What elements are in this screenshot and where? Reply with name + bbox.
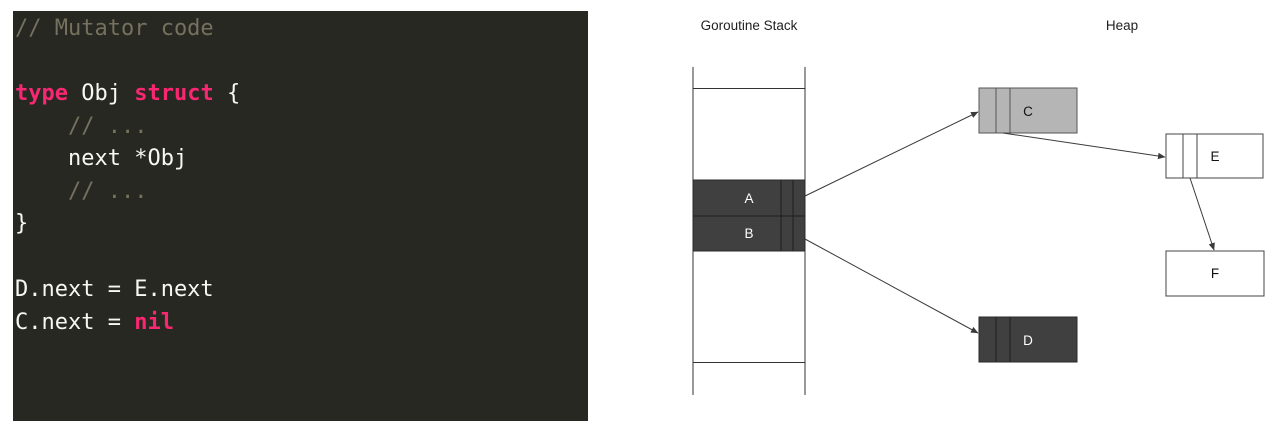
edge-b-to-d — [804, 238, 979, 334]
heap-object-f-label: F — [1211, 266, 1219, 281]
heap-title: Heap — [1106, 18, 1138, 33]
code-token-plain: Obj — [67, 81, 135, 106]
edge-e-to-f — [1189, 177, 1215, 251]
code-token-plain: C.next = — [15, 310, 135, 335]
stack-frame-b: B — [692, 215, 806, 252]
code-token-comment: // Mutator code — [15, 16, 214, 41]
gc-diagram: Goroutine Stack Heap A B — [600, 0, 1280, 436]
code-line: // Mutator code — [15, 13, 214, 45]
heap-object-c: C — [978, 87, 1078, 134]
heap-object-c-label: C — [1023, 104, 1033, 119]
goroutine-stack: A B — [692, 67, 806, 395]
code-token-plain: D.next = E.next — [15, 277, 214, 302]
code-token-plain: } — [15, 211, 29, 236]
stack-title: Goroutine Stack — [701, 18, 798, 33]
code-line: D.next = E.next — [15, 274, 214, 306]
heap-object-f: F — [1165, 250, 1265, 297]
heap-object-e: E — [1165, 133, 1264, 179]
edge-a-to-c — [804, 111, 979, 197]
code-line: // ... — [15, 176, 147, 208]
stack-frame-a: A — [692, 179, 806, 217]
code-token-keyword: type — [15, 81, 68, 106]
code-token-comment: // ... — [15, 179, 148, 204]
code-line: // ... — [15, 111, 147, 143]
code-token-keyword: struct — [134, 81, 214, 106]
code-token-keyword: nil — [134, 310, 174, 335]
stack-frame-b-label: B — [744, 226, 753, 241]
diagram-canvas: Goroutine Stack Heap A B — [692, 18, 1265, 395]
code-token-comment: // ... — [15, 114, 148, 139]
code-line: } — [15, 208, 28, 240]
heap-object-d: D — [978, 316, 1078, 363]
code-token-plain: { — [213, 81, 241, 106]
code-token-plain: next *Obj — [15, 146, 188, 171]
code-line: type Obj struct { — [15, 78, 240, 110]
heap-object-d-label: D — [1023, 333, 1033, 348]
stack-frame-a-label: A — [744, 191, 753, 206]
edge-c-to-e — [1002, 132, 1166, 160]
heap-object-e-label: E — [1210, 149, 1219, 164]
code-line: C.next = nil — [15, 307, 174, 339]
code-line: next *Obj — [15, 143, 187, 175]
